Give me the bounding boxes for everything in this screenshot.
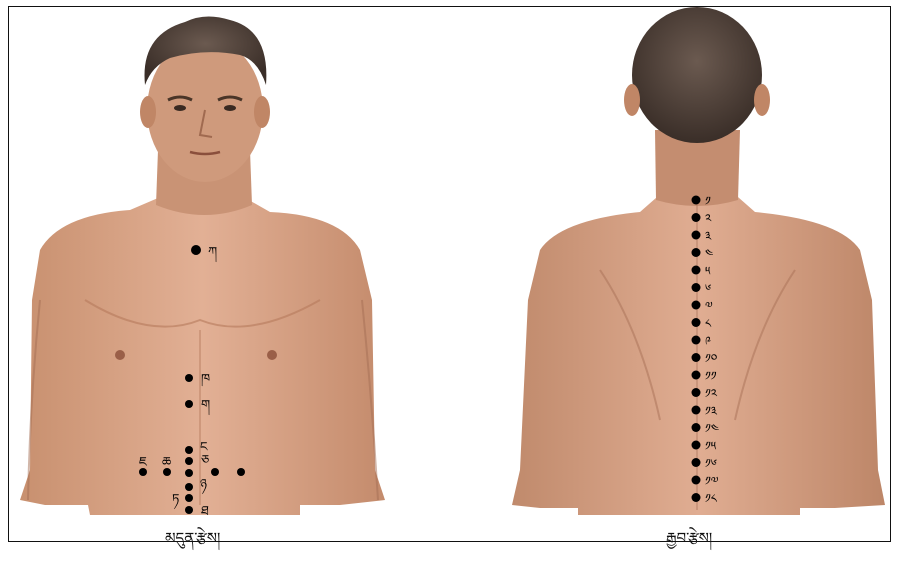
back-point-dot xyxy=(692,196,701,205)
back-point-label: ༢ xyxy=(705,212,712,226)
back-point-label: ༡༧ xyxy=(705,474,719,488)
back-point-label: ༩ xyxy=(705,334,711,348)
front-point-dot xyxy=(191,245,201,255)
back-point-dot xyxy=(692,231,701,240)
back-point-label: ༣ xyxy=(705,229,712,243)
front-point-label: ཇ xyxy=(139,455,148,470)
back-point-dot xyxy=(692,266,701,275)
back-point-label: ༡༡ xyxy=(705,369,717,383)
back-point-dot xyxy=(692,476,701,485)
back-point-dot xyxy=(692,283,701,292)
back-point-label: ༥ xyxy=(705,264,711,278)
back-point-label: ༧ xyxy=(705,299,713,313)
back-point-dot xyxy=(692,371,701,380)
back-figure xyxy=(512,7,885,515)
back-point-label: ༡༦ xyxy=(705,457,717,471)
back-point-label: ༡ xyxy=(705,194,711,208)
front-point-dot xyxy=(185,494,193,502)
front-point-dot xyxy=(211,468,219,476)
front-point-dot xyxy=(185,374,193,382)
back-point-dot xyxy=(692,458,701,467)
front-point-dot xyxy=(185,506,193,514)
front-point-label: ཁ xyxy=(201,372,210,387)
back-point-dot xyxy=(692,301,701,310)
back-point-label: ༡༢ xyxy=(705,387,718,401)
back-point-dot xyxy=(692,353,701,362)
back-point-dot xyxy=(692,423,701,432)
front-point-label: ཐ xyxy=(201,504,209,519)
back-point-dot xyxy=(692,388,701,397)
back-point-dot xyxy=(692,406,701,415)
back-point-dot xyxy=(692,213,701,222)
front-point-dot xyxy=(237,468,245,476)
front-point-dot xyxy=(185,446,193,454)
back-point-dot xyxy=(692,248,701,257)
front-caption: མདུན་རྩེས། xyxy=(165,522,220,564)
front-point-dot xyxy=(185,483,193,491)
back-point-label: ༦ xyxy=(705,282,711,296)
back-caption: རྒྱབ་རྩེས། xyxy=(666,522,712,564)
back-point-label: ༡༤ xyxy=(705,422,719,436)
back-point-label: ༡༨ xyxy=(705,492,718,506)
front-point-dot xyxy=(185,457,193,465)
front-point-dot xyxy=(185,469,193,477)
front-point-label: ཆ xyxy=(162,455,171,470)
back-head-hair xyxy=(632,7,762,143)
back-point-dot xyxy=(692,318,701,327)
back-point-label: ༤ xyxy=(705,247,713,261)
front-point-dot xyxy=(185,400,193,408)
back-point-label: ༨ xyxy=(705,317,712,331)
back-point-dot xyxy=(692,493,701,502)
back-point-dot xyxy=(692,441,701,450)
front-point-label: ཅ xyxy=(201,453,209,468)
back-point-dot xyxy=(692,336,701,345)
back-point-label: ༡༣ xyxy=(705,404,718,418)
back-torso xyxy=(512,190,885,515)
back-point-label: ༡༥ xyxy=(705,439,717,453)
back-point-label: ༡༠ xyxy=(705,352,718,366)
